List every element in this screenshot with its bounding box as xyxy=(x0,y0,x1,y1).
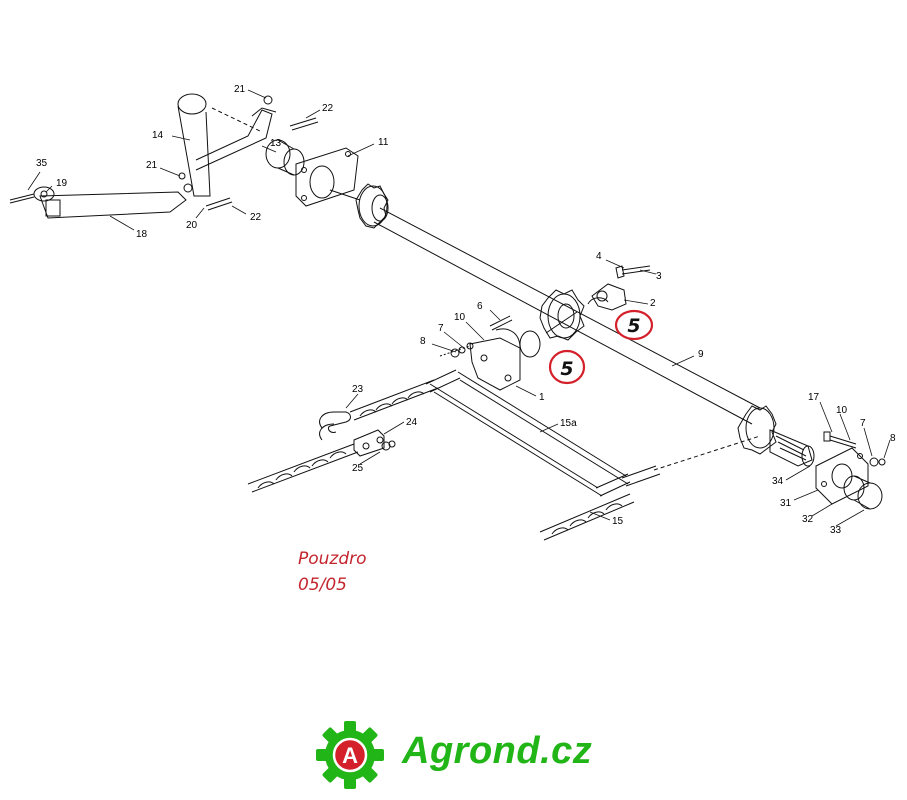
bolt-3-4 xyxy=(615,265,651,279)
part-label: 18 xyxy=(136,229,148,240)
part-label: 34 xyxy=(772,476,784,487)
part-label: 15 xyxy=(612,516,624,527)
highlight-number-upper: 5 xyxy=(627,315,640,337)
end-plate-32 xyxy=(815,447,869,505)
highlight-ring-lower xyxy=(548,349,586,385)
part-label: 19 xyxy=(56,178,68,189)
bushing-13 xyxy=(265,139,305,176)
middle-sprocket xyxy=(539,289,585,341)
part-label: 1 xyxy=(539,392,545,403)
upper-sprocket xyxy=(329,183,389,229)
part-labels: 21 22 14 13 11 35 19 21 20 22 18 4 3 2 6… xyxy=(36,84,896,536)
bolt-17 xyxy=(823,431,886,467)
part-label: 7 xyxy=(860,418,866,429)
bearing-housing-2 xyxy=(587,283,627,311)
right-sprocket xyxy=(737,405,815,467)
part-label: 33 xyxy=(830,525,842,536)
part-label: 4 xyxy=(596,251,602,262)
caption-title: Pouzdro xyxy=(298,549,367,569)
linkage-frame xyxy=(425,369,631,497)
part-label: 8 xyxy=(420,336,426,347)
part-label: 17 xyxy=(808,392,820,403)
bearing-housing-1 xyxy=(469,328,541,391)
part-label: 22 xyxy=(250,212,262,223)
chain-lower-left xyxy=(247,443,359,493)
part-label: 13 xyxy=(270,138,282,149)
pin-20-22 xyxy=(205,95,319,211)
part-label: 9 xyxy=(698,349,704,360)
logo-wordmark: Agrond.cz xyxy=(402,730,593,772)
part-label: 2 xyxy=(650,298,656,309)
chain-upper-left xyxy=(349,379,439,421)
part-label: 7 xyxy=(438,323,444,334)
plate-24 xyxy=(353,429,396,457)
logo-badge-letter: A xyxy=(342,743,358,768)
chain-right-upper xyxy=(621,465,661,487)
chain-right-lower xyxy=(539,493,635,541)
part-label: 32 xyxy=(802,514,814,525)
fasteners-7-8-10 xyxy=(439,342,474,358)
part-label: 8 xyxy=(890,433,896,444)
part-label: 31 xyxy=(780,498,792,509)
dashed-chain-link xyxy=(653,435,761,471)
flange-11 xyxy=(295,147,359,207)
part-label: 22 xyxy=(322,103,334,114)
part-label: 25 xyxy=(352,463,364,474)
arm-14 xyxy=(177,93,277,197)
highlight-markers: 5 5 xyxy=(548,309,654,385)
part-label: 11 xyxy=(378,137,389,148)
lever-18 xyxy=(9,172,193,219)
part-label: 6 xyxy=(477,301,483,312)
hook-23 xyxy=(319,411,351,441)
part-label: 24 xyxy=(406,417,418,428)
bushing-33 xyxy=(843,475,883,510)
part-label: 35 xyxy=(36,158,48,169)
leader-lines xyxy=(27,89,891,527)
highlight-ring-upper xyxy=(614,309,654,341)
part-label: 20 xyxy=(186,220,198,231)
part-label: 21 xyxy=(234,84,246,95)
highlight-number-lower: 5 xyxy=(560,358,573,380)
gear-logo-icon: A xyxy=(316,721,384,789)
part-label: 15a xyxy=(560,418,577,429)
caption-code: 05/05 xyxy=(298,575,347,595)
part-label: 23 xyxy=(352,384,364,395)
part-label: 14 xyxy=(152,130,164,141)
part-label: 10 xyxy=(454,312,466,323)
part-label: 10 xyxy=(836,405,848,416)
part-label: 3 xyxy=(656,271,662,282)
part-label: 21 xyxy=(146,160,158,171)
bolt-6 xyxy=(489,315,513,331)
